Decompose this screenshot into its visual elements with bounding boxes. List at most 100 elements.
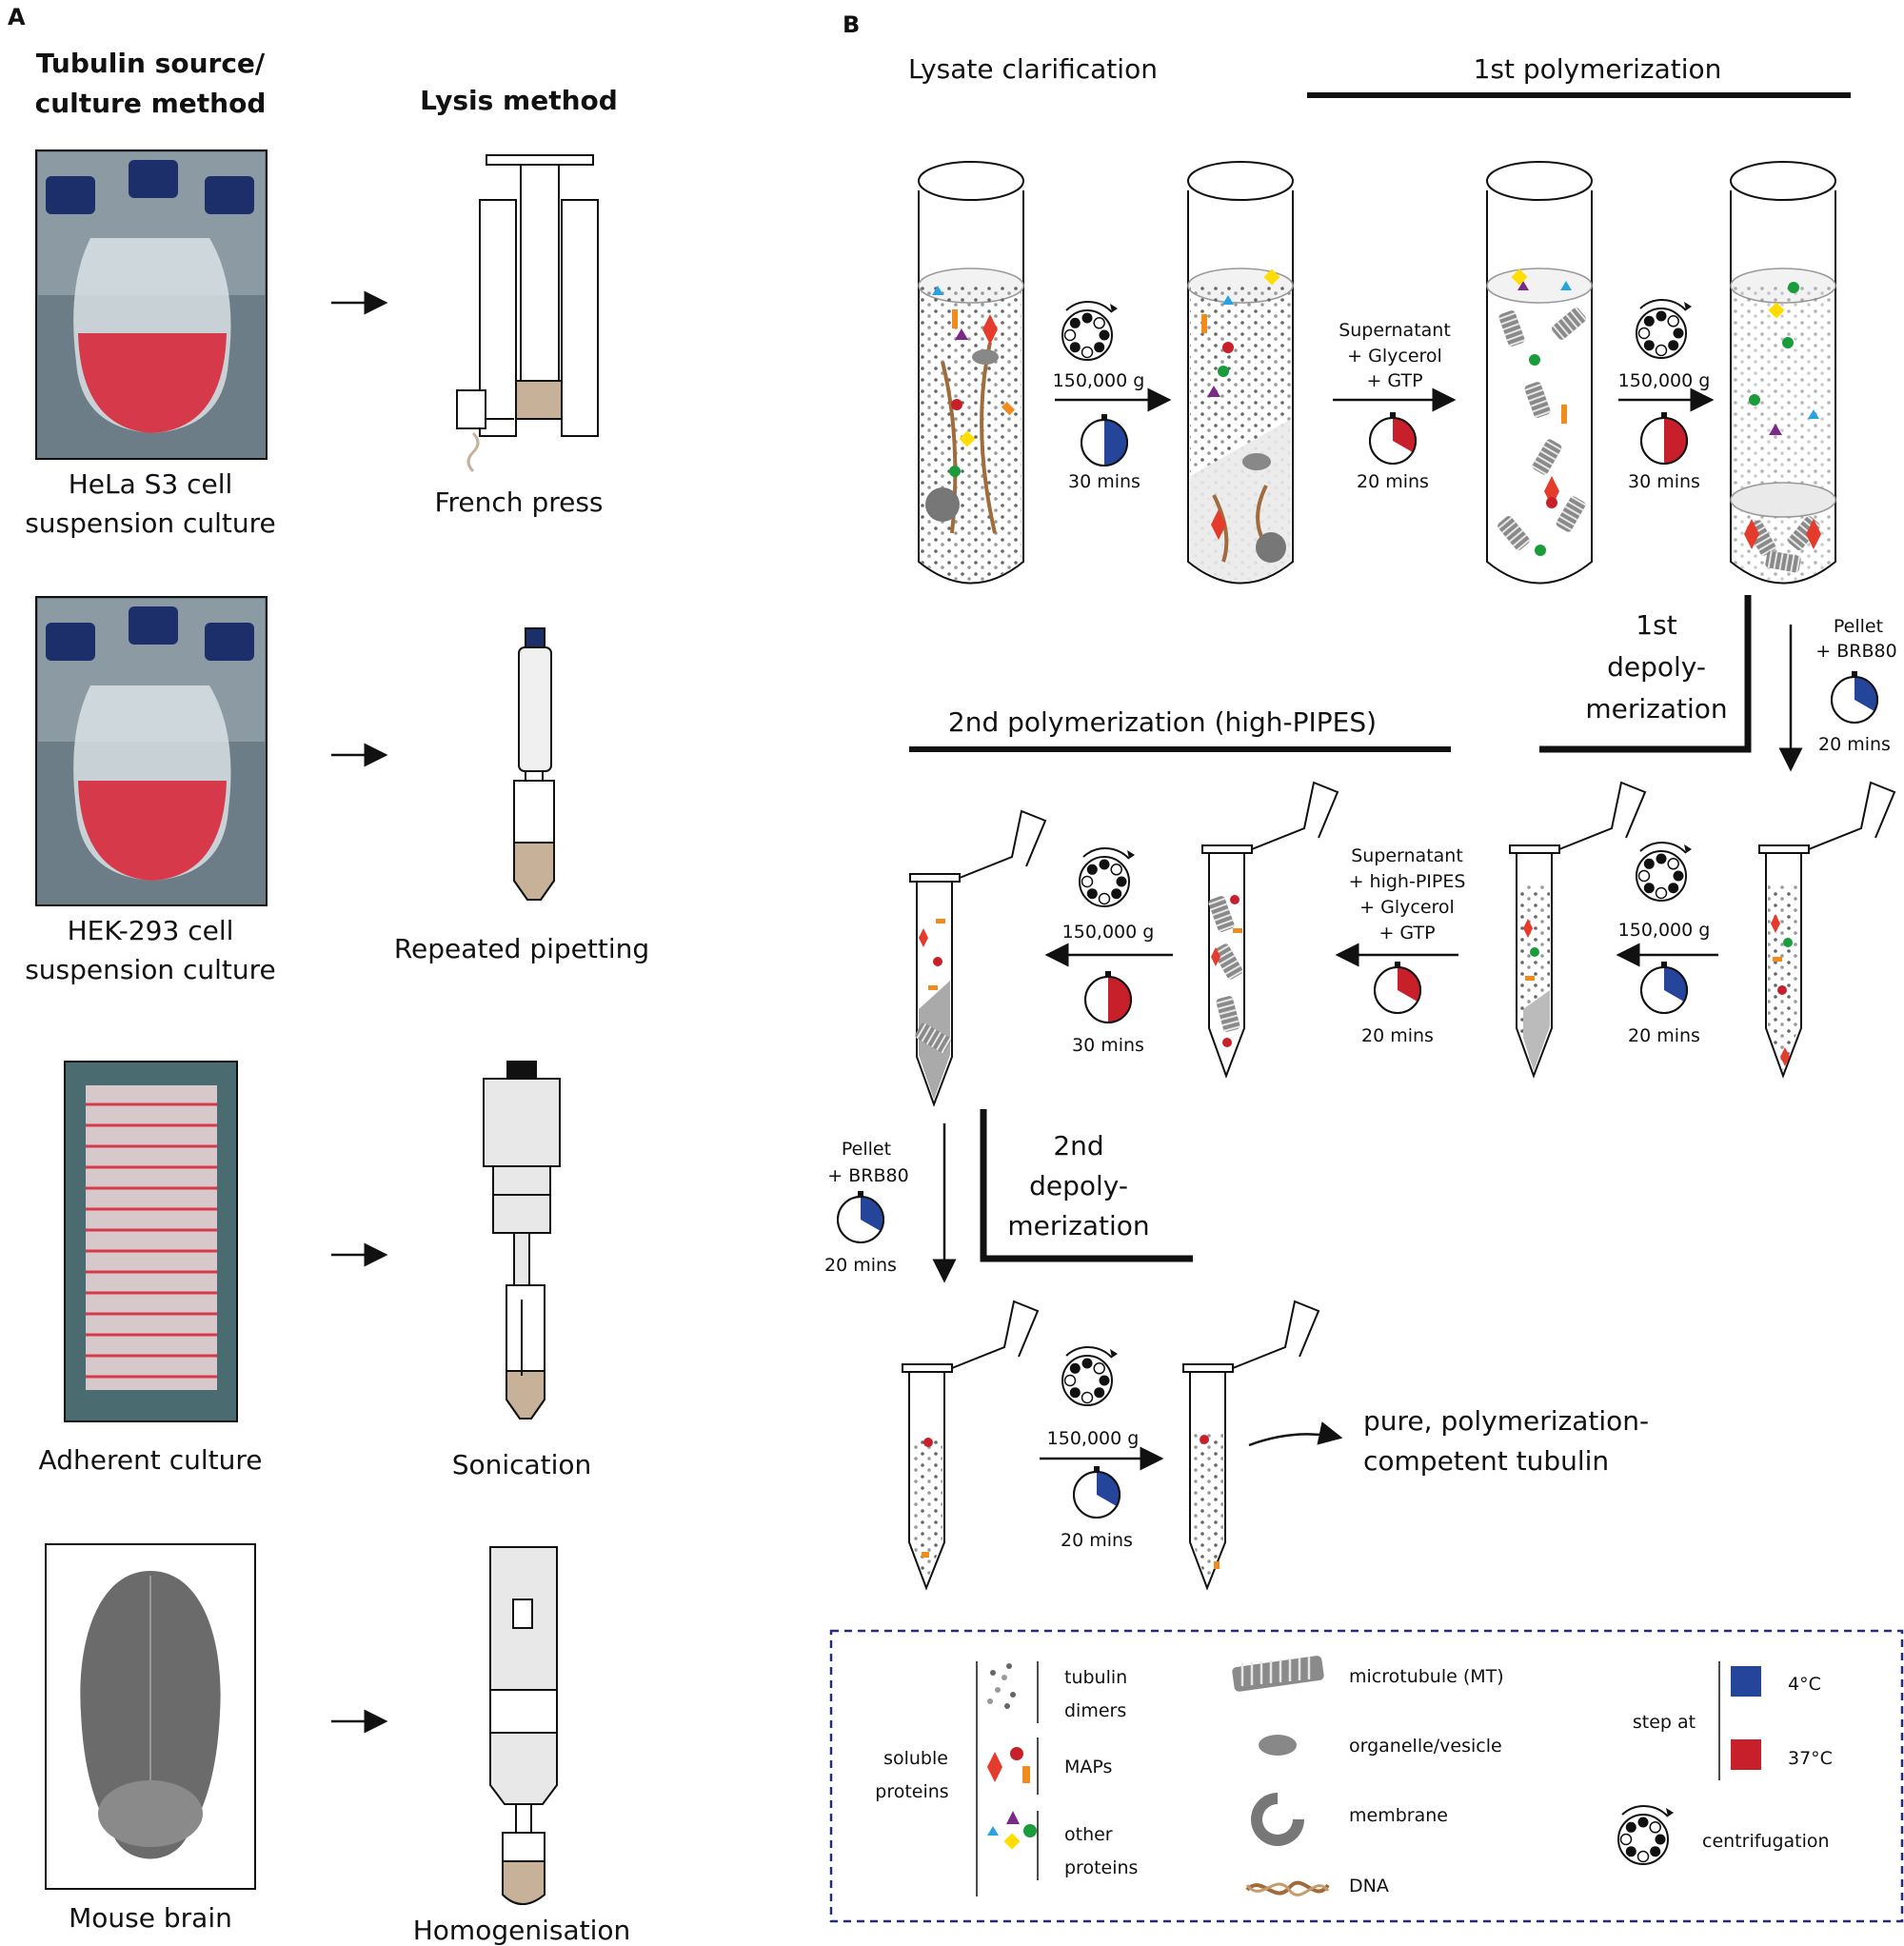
s7-speed: 150,000 g	[1062, 922, 1155, 943]
s8-line1: Pellet	[842, 1139, 891, 1160]
s3-time: 30 mins	[1628, 471, 1700, 492]
depoly1-line1: 1st	[1636, 609, 1676, 641]
tube-depoly1-resuspended	[1758, 781, 1896, 1079]
row4-lysis: Homogenisation	[413, 1915, 631, 1946]
depoly2-line3: merization	[1007, 1210, 1149, 1241]
row3-lysis: Sonication	[452, 1449, 592, 1480]
row1-source-line1: HeLa S3 cell	[69, 468, 233, 500]
tube-pure-tubulin	[1182, 1300, 1320, 1591]
s4-line2: + BRB80	[1815, 641, 1896, 662]
hek-flask-photo	[35, 596, 268, 906]
mouse-brain-photo	[45, 1543, 256, 1890]
legend-other-proteins-icon	[987, 1811, 1037, 1850]
tube-poly2	[1201, 781, 1339, 1079]
depoly2-bracket	[980, 1109, 1193, 1262]
legend-dna: DNA	[1349, 1876, 1389, 1896]
legend-tubulin-dimers-icon	[987, 1663, 1016, 1709]
legend-organelle-icon	[1259, 1735, 1297, 1756]
legend-warm: 37°C	[1788, 1748, 1833, 1769]
tube-poly1	[1486, 161, 1593, 585]
col1-heading-line2: culture method	[35, 88, 267, 119]
hela-flask-photo	[35, 149, 268, 460]
legend-soluble-line2: proteins	[875, 1781, 948, 1802]
s7-time: 30 mins	[1072, 1035, 1144, 1056]
legend-cold: 4°C	[1788, 1674, 1821, 1695]
s2-line2: + Glycerol	[1347, 346, 1442, 367]
legend-cold-swatch	[1731, 1666, 1761, 1697]
result-line1: pure, polymerization-	[1363, 1405, 1649, 1437]
legend-centrifugation-icon	[1617, 1805, 1675, 1865]
tube-lysate	[918, 161, 1024, 585]
s6-line4: + GTP	[1378, 923, 1435, 943]
depoly1-line3: merization	[1585, 693, 1727, 725]
row3-source: Adherent culture	[39, 1444, 263, 1476]
depoly2-line2: depoly-	[1029, 1170, 1128, 1201]
result-arrow	[1248, 1421, 1343, 1447]
s8-time: 20 mins	[824, 1255, 897, 1276]
s6-time: 20 mins	[1361, 1025, 1434, 1046]
legend-dna-icon	[1245, 1880, 1330, 1896]
tube-poly1-pelleted	[1730, 161, 1836, 585]
legend-organelle: organelle/vesicle	[1349, 1736, 1502, 1757]
s1-time: 30 mins	[1068, 471, 1140, 492]
french-press-icon	[456, 154, 599, 473]
depoly1-bracket	[1539, 595, 1752, 753]
s9-speed: 150,000 g	[1047, 1428, 1140, 1449]
row2-source-line1: HEK-293 cell	[68, 915, 234, 946]
stage-poly2-title: 2nd polymerization (high-PIPES)	[948, 706, 1377, 738]
s5-speed: 150,000 g	[1618, 920, 1711, 941]
s3-speed: 150,000 g	[1618, 370, 1711, 391]
legend-maps: MAPs	[1064, 1757, 1112, 1777]
panel-b-label: B	[843, 11, 860, 38]
s4-line1: Pellet	[1834, 616, 1883, 637]
adherent-dishes-photo	[64, 1061, 238, 1422]
legend-centrifugation: centrifugation	[1702, 1831, 1830, 1852]
row4-source: Mouse brain	[69, 1902, 232, 1934]
s6-line1: Supernatant	[1351, 845, 1463, 866]
legend-other-line2: proteins	[1064, 1857, 1138, 1878]
pipette-icon	[513, 627, 555, 901]
legend-step-at: step at	[1633, 1712, 1696, 1733]
sonicator-icon	[483, 1061, 561, 1420]
legend-soluble-line1: soluble	[883, 1748, 948, 1769]
legend-maps-icon	[987, 1747, 1030, 1783]
row1-source-line2: suspension culture	[25, 507, 276, 539]
legend-microtubule-icon	[1232, 1656, 1324, 1692]
s6-line3: + Glycerol	[1359, 897, 1455, 918]
stage-poly1-title: 1st polymerization	[1474, 53, 1722, 85]
legend-tubulin-line1: tubulin	[1064, 1667, 1127, 1688]
tube-poly2-pelleted	[909, 809, 1047, 1107]
result-line2: competent tubulin	[1363, 1445, 1609, 1477]
s4-time: 20 mins	[1818, 734, 1891, 755]
s1-speed: 150,000 g	[1053, 370, 1145, 391]
legend-membrane-icon	[1251, 1793, 1304, 1846]
s2-line3: + GTP	[1366, 370, 1422, 391]
s2-line1: Supernatant	[1339, 320, 1451, 341]
legend-membrane: membrane	[1349, 1805, 1448, 1826]
legend-microtubule: microtubule (MT)	[1349, 1666, 1504, 1687]
row2-source-line2: suspension culture	[25, 954, 276, 985]
tube-poly2-pre-spin	[1509, 781, 1647, 1079]
s5-time: 20 mins	[1628, 1025, 1700, 1046]
legend-dna-strand2	[1245, 1882, 1330, 1896]
homogeniser-icon	[489, 1546, 558, 1905]
s9-time: 20 mins	[1061, 1530, 1133, 1551]
depoly1-line2: depoly-	[1607, 651, 1706, 683]
row1-lysis: French press	[434, 486, 603, 518]
stage-lysate-title: Lysate clarification	[908, 53, 1158, 85]
s2-time: 20 mins	[1357, 471, 1429, 492]
s6-line2: + high-PIPES	[1349, 871, 1466, 892]
legend-tubulin-line2: dimers	[1064, 1700, 1126, 1721]
row2-lysis: Repeated pipetting	[394, 933, 649, 964]
legend-box	[829, 1629, 1904, 1923]
panel-a-label: A	[8, 4, 26, 30]
depoly2-line1: 2nd	[1053, 1130, 1103, 1162]
col1-heading-line1: Tubulin source/	[36, 48, 266, 79]
col2-heading: Lysis method	[420, 85, 618, 116]
s8-line2: + BRB80	[827, 1165, 908, 1186]
legend-warm-swatch	[1731, 1739, 1761, 1770]
legend-other-line1: other	[1064, 1824, 1113, 1845]
tube-clarified	[1187, 161, 1294, 585]
tube-depoly2-resuspended	[902, 1300, 1040, 1591]
